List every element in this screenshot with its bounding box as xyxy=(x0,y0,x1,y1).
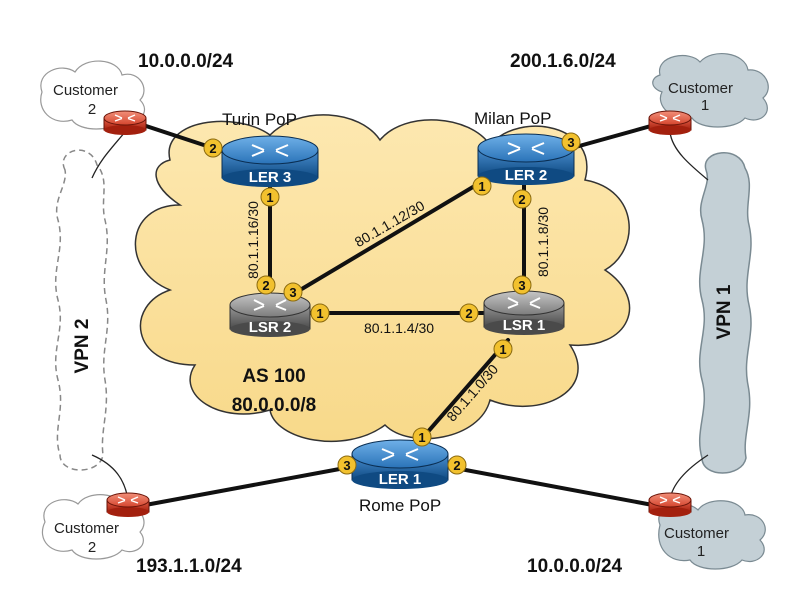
customer-label-line1: Customer xyxy=(54,520,119,537)
router-arrows-icon xyxy=(253,299,287,311)
router-arrows-icon xyxy=(117,496,139,504)
svg-text:1: 1 xyxy=(266,190,273,205)
svg-text:2: 2 xyxy=(518,192,525,207)
link-ler1-ce2 xyxy=(138,466,347,508)
port-badge: 2 xyxy=(512,189,532,209)
router-ler3[interactable]: LER 3 xyxy=(221,135,319,187)
router-arrows-icon xyxy=(114,114,136,122)
customer-label-line1: Customer xyxy=(668,80,733,97)
network-label-top-left: 10.0.0.0/24 xyxy=(138,51,234,72)
router-arrows-icon xyxy=(381,448,419,461)
link-ler1-ce1 xyxy=(453,466,660,508)
ce-router-bottom-right[interactable] xyxy=(648,492,692,517)
link-label-lsr2-lsr1: 80.1.1.4/30 xyxy=(364,320,434,336)
router-label: LER 1 xyxy=(379,471,422,488)
as-name: AS 100 xyxy=(242,366,305,387)
port-badge: 3 xyxy=(561,132,581,152)
port-badge: 3 xyxy=(337,455,357,475)
as-cloud xyxy=(134,114,631,443)
svg-text:2: 2 xyxy=(465,306,472,321)
vpn-label-left: VPN 2 xyxy=(72,319,93,374)
svg-text:3: 3 xyxy=(567,135,574,150)
router-arrows-icon xyxy=(659,496,681,504)
svg-text:2: 2 xyxy=(209,141,216,156)
port-badges: 2 1 3 1 2 2 3 1 2 3 1 1 3 2 xyxy=(203,132,581,475)
customer-label-line1: Customer xyxy=(53,82,118,99)
customer-label-line2: 1 xyxy=(701,97,709,114)
customer-cloud-top-right xyxy=(652,53,769,128)
as-prefix: 80.0.0.0/8 xyxy=(232,395,317,416)
port-badge: 3 xyxy=(512,275,532,295)
link-ler2-ce1 xyxy=(570,122,660,150)
link-label-ler3-lsr2: 80.1.1.16/30 xyxy=(245,201,261,279)
svg-text:1: 1 xyxy=(499,342,506,357)
router-label: LER 3 xyxy=(249,169,292,186)
ce-router-top-left[interactable] xyxy=(103,110,147,135)
router-label: LER 2 xyxy=(505,167,548,184)
port-badge: 2 xyxy=(203,138,223,158)
vpn-1-cloud xyxy=(698,152,752,474)
network-label-top-right: 200.1.6.0/24 xyxy=(510,51,616,72)
link-lsr2-ler2 xyxy=(288,176,490,298)
port-badge: 2 xyxy=(459,303,479,323)
svg-text:2: 2 xyxy=(262,278,269,293)
vpn-2-cloud xyxy=(54,149,109,471)
router-label: LSR 2 xyxy=(249,319,292,336)
svg-text:3: 3 xyxy=(343,458,350,473)
customer-label-line2: 1 xyxy=(697,543,705,560)
vpn-label-right: VPN 1 xyxy=(714,284,735,339)
port-badge: 1 xyxy=(412,427,432,447)
link-label-ler2-lsr1: 80.1.1.8/30 xyxy=(535,207,551,277)
network-label-bottom-right: 10.0.0.0/24 xyxy=(527,556,623,577)
router-ler2[interactable]: LER 2 xyxy=(477,133,575,185)
svg-text:1: 1 xyxy=(478,179,485,194)
customer-label-line2: 2 xyxy=(88,101,96,118)
svg-text:2: 2 xyxy=(453,458,460,473)
pop-label-milan: Milan PoP xyxy=(474,109,551,128)
port-badge: 3 xyxy=(283,282,303,302)
port-badge: 2 xyxy=(447,455,467,475)
port-badge: 1 xyxy=(493,339,513,359)
customer-cloud-bottom-right xyxy=(658,500,766,570)
svg-text:1: 1 xyxy=(316,306,323,321)
svg-text:3: 3 xyxy=(289,285,296,300)
router-lsr2[interactable]: LSR 2 xyxy=(229,292,311,337)
svg-text:3: 3 xyxy=(518,278,525,293)
router-label: LSR 1 xyxy=(503,317,546,334)
port-badge: 1 xyxy=(472,176,492,196)
pop-label-turin: Turin PoP xyxy=(222,110,297,129)
network-label-bottom-left: 193.1.1.0/24 xyxy=(136,556,242,577)
router-lsr1[interactable]: LSR 1 xyxy=(483,290,565,335)
router-arrows-icon xyxy=(659,114,681,122)
ce-router-top-right[interactable] xyxy=(648,110,692,135)
port-badge: 2 xyxy=(256,275,276,295)
port-badge: 1 xyxy=(310,303,330,323)
port-badge: 1 xyxy=(260,187,280,207)
customer-label-line2: 2 xyxy=(88,539,96,556)
svg-text:1: 1 xyxy=(418,430,425,445)
router-arrows-icon xyxy=(251,144,289,157)
ce-router-bottom-left[interactable] xyxy=(106,492,150,517)
pop-label-rome: Rome PoP xyxy=(359,496,441,515)
router-arrows-icon xyxy=(507,297,541,309)
router-arrows-icon xyxy=(507,142,545,155)
router-ler1[interactable]: LER 1 xyxy=(351,439,449,489)
customer-label-line1: Customer xyxy=(664,525,729,542)
